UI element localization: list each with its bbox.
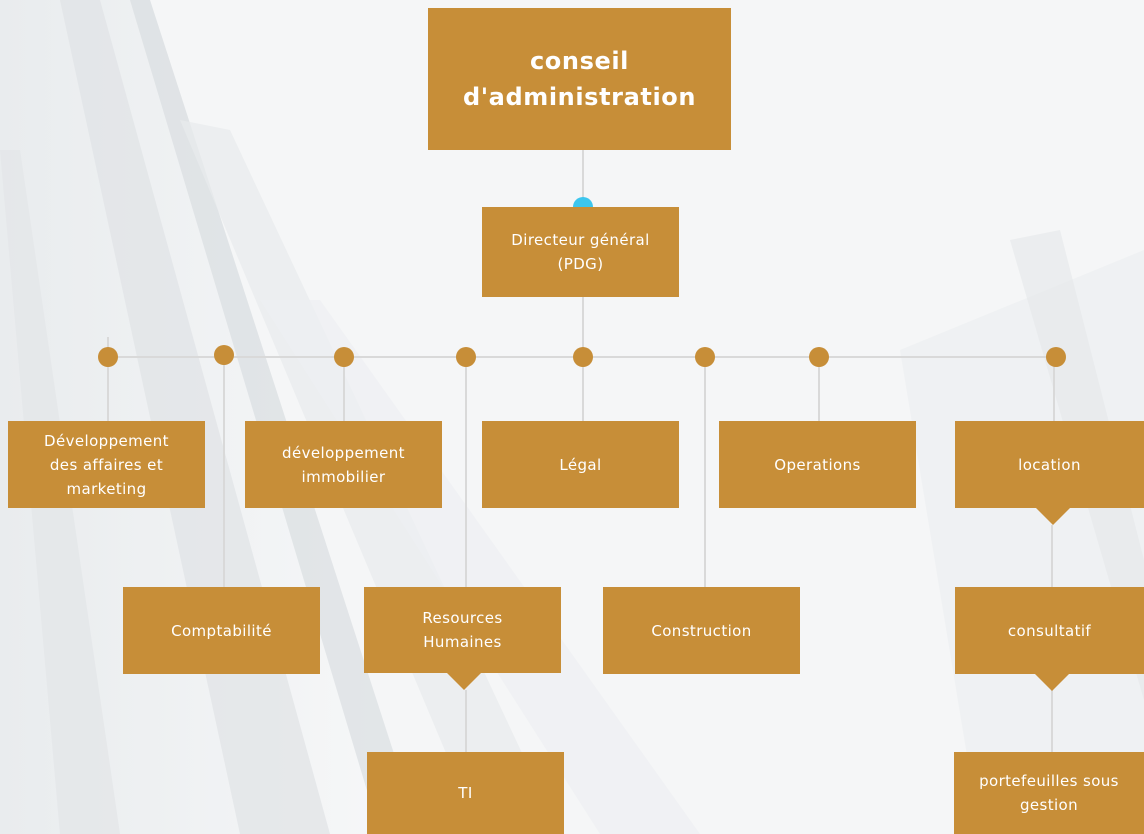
leasing-box[interactable]: location xyxy=(955,421,1144,508)
portfolios-under-management-label: portefeuilles sous gestion xyxy=(979,772,1119,814)
operations-box[interactable]: Operations xyxy=(719,421,916,508)
portfolios-under-management-box[interactable]: portefeuilles sous gestion xyxy=(954,752,1144,834)
connector-dot xyxy=(573,347,593,367)
legal-label: Légal xyxy=(559,455,602,474)
board-label: conseil d'administration xyxy=(462,47,697,111)
leasing-pointer xyxy=(1036,508,1070,525)
real-estate-development-box[interactable]: développement immobilier xyxy=(245,421,442,508)
construction-label: Construction xyxy=(651,621,752,640)
ceo-label: Directeur général (PDG) xyxy=(511,231,650,273)
human-resources-pointer xyxy=(447,673,481,690)
operations-label: Operations xyxy=(774,455,861,474)
ceo-box[interactable]: Directeur général (PDG) xyxy=(482,207,679,297)
construction-box[interactable]: Construction xyxy=(603,587,800,674)
it-label: TI xyxy=(458,784,473,802)
board-of-directors-box[interactable]: conseil d'administration xyxy=(428,8,731,150)
business-development-box[interactable]: Développement des affaires et marketing xyxy=(8,421,205,508)
advisory-box[interactable]: consultatif xyxy=(955,587,1144,674)
accounting-label: Comptabilité xyxy=(171,621,272,640)
connector-dot xyxy=(456,347,476,367)
connector-dot xyxy=(98,347,118,367)
human-resources-box[interactable]: Resources Humaines xyxy=(364,587,561,673)
advisory-label: consultatif xyxy=(1007,621,1092,640)
business-development-label: Développement des affaires et marketing xyxy=(44,431,169,498)
connector-dot xyxy=(809,347,829,367)
connector-dot xyxy=(334,347,354,367)
connector-dot xyxy=(695,347,715,367)
real-estate-development-label: développement immobilier xyxy=(282,443,405,486)
it-box[interactable]: TI xyxy=(367,752,564,834)
leasing-label: location xyxy=(1018,455,1081,474)
connector-dot xyxy=(214,345,234,365)
human-resources-label: Resources Humaines xyxy=(422,609,503,651)
connector-dot xyxy=(1046,347,1066,367)
accounting-box[interactable]: Comptabilité xyxy=(123,587,320,674)
legal-box[interactable]: Légal xyxy=(482,421,679,508)
advisory-pointer xyxy=(1035,674,1069,691)
